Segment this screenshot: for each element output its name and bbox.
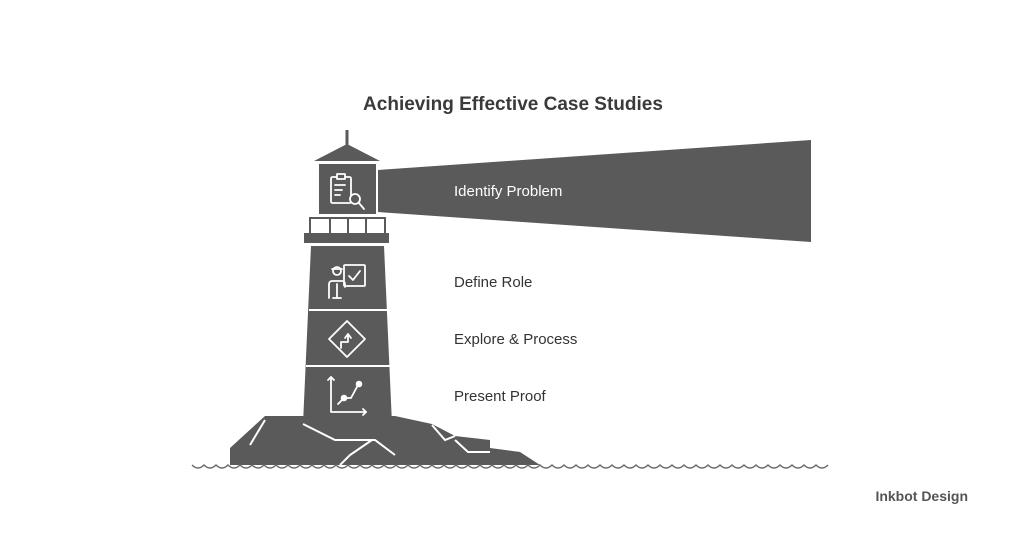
step-label-explore-process: Explore & Process [454, 331, 577, 348]
brand-watermark: Inkbot Design [875, 488, 968, 504]
lighthouse-roof [314, 144, 380, 161]
step-label-define-role: Define Role [454, 274, 532, 291]
step-label-present-proof: Present Proof [454, 388, 546, 405]
light-beam [378, 140, 811, 242]
gallery-railing [304, 217, 389, 243]
lantern-room [319, 164, 376, 214]
step-label-identify-problem: Identify Problem [454, 183, 562, 200]
rocks [230, 416, 540, 465]
water-waves [192, 465, 828, 468]
